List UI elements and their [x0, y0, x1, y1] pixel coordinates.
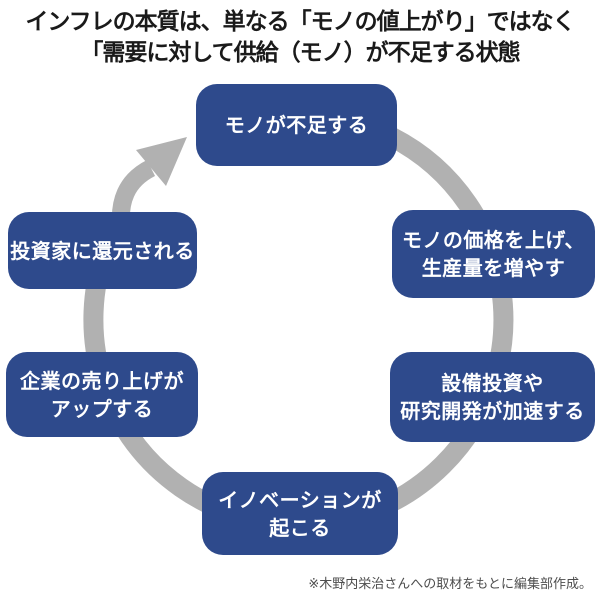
step-label-line: モノが不足する — [224, 113, 369, 137]
step-label-line: モノの価格を上げ、 — [401, 228, 586, 252]
cycle-step-raise-prices: モノの価格を上げ、 生産量を増やす — [392, 210, 595, 298]
step-label-line: 投資家に還元される — [10, 238, 195, 263]
cycle-step-capex-rnd: 設備投資や 研究開発が加速する — [390, 352, 595, 442]
step-label-line: 生産量を増やす — [421, 256, 566, 280]
cycle-step-investor-returns: 投資家に還元される — [8, 212, 197, 289]
source-note: ※木野内栄治さんへの取材をもとに編集部作成。 — [308, 577, 592, 592]
step-label-line: イノベーションが — [218, 487, 382, 512]
step-label-line: 研究開発が加速する — [400, 399, 585, 423]
title-line-1: インフレの本質は、単なる「モノの値上がり」ではなく — [25, 9, 575, 35]
page-title: インフレの本質は、単なる「モノの値上がり」ではなく 「需要に対して供給（モノ）が… — [0, 7, 600, 69]
step-label-line: 設備投資や — [441, 371, 544, 395]
cycle-step-goods-shortage: モノが不足する — [196, 84, 397, 166]
title-line-2: 「需要に対して供給（モノ）が不足する状態 — [80, 40, 520, 66]
cycle-step-sales-up: 企業の売り上げが アップする — [6, 352, 198, 437]
step-label-line: アップする — [50, 396, 154, 421]
step-label-line: 起こる — [269, 515, 331, 540]
step-label-line: 企業の売り上げが — [20, 368, 184, 393]
arrowhead-icon — [136, 137, 187, 186]
cycle-step-innovation: イノベーションが 起こる — [202, 472, 398, 555]
